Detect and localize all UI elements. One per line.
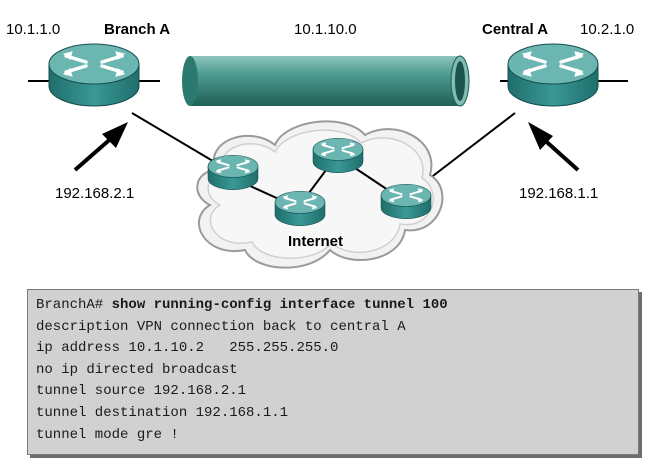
label-net-left: 10.1.1.0 (6, 21, 61, 38)
label-ip-left: 192.168.2.1 (55, 185, 135, 202)
label-net-right: 10.2.1.0 (580, 21, 635, 38)
router-icon (380, 183, 432, 220)
router-icon (274, 190, 326, 227)
cloud-icon (196, 120, 444, 269)
label-tunnel-net: 10.1.10.0 (294, 21, 357, 38)
router-icon (47, 42, 141, 108)
cli-command: show running-config interface tunnel 100 (111, 297, 448, 313)
network-diagram (28, 42, 628, 269)
cli-line: no ip directed broadcast (36, 361, 238, 378)
cli-line: ip address 10.1.10.2 255.255.255.0 (36, 340, 339, 357)
tunnel-icon (182, 55, 470, 107)
cli-line: tunnel mode gre ! (36, 426, 179, 443)
label-branch: Branch A (104, 21, 171, 38)
label-internet: Internet (288, 233, 344, 250)
cli-output-box: BranchA# show running-config interface t… (27, 289, 639, 455)
router-icon (312, 137, 364, 174)
label-ip-right: 192.168.1.1 (519, 185, 599, 202)
router-icon (506, 42, 600, 108)
arrow-icon (528, 122, 580, 172)
cli-line: tunnel destination 192.168.1.1 (36, 404, 289, 421)
label-central: Central A (482, 21, 549, 38)
arrow-icon (73, 122, 128, 172)
cli-prompt: BranchA# (36, 297, 112, 313)
cli-line: description VPN connection back to centr… (36, 318, 406, 335)
cli-command-line: BranchA# show running-config interface t… (36, 295, 638, 317)
cli-line: tunnel source 192.168.2.1 (36, 383, 247, 400)
router-icon (207, 154, 259, 191)
